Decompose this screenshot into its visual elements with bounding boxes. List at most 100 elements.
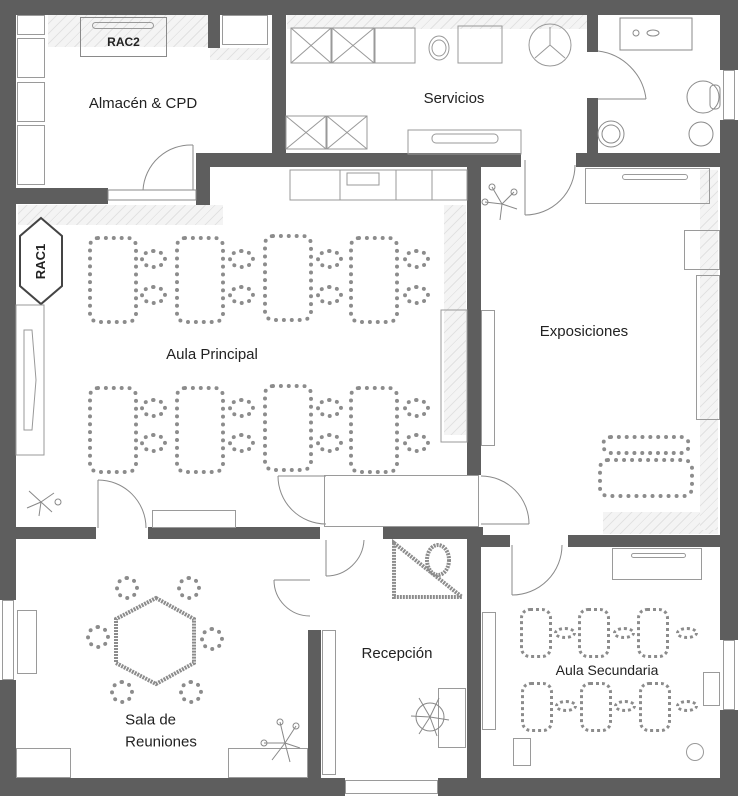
rack-rac2[interactable]: RAC2 xyxy=(80,17,167,57)
storage-shelf xyxy=(17,82,45,122)
wall-aula-bottom xyxy=(16,527,96,539)
low-cabinet xyxy=(228,748,308,778)
chair xyxy=(403,433,430,453)
desk xyxy=(637,608,669,658)
wall-outer-bottom xyxy=(0,778,345,796)
wall-recepcion-secundaria xyxy=(467,527,481,796)
desk xyxy=(263,234,313,322)
chair xyxy=(200,627,224,651)
chair xyxy=(140,433,167,453)
chair xyxy=(140,398,167,418)
plant-icon xyxy=(26,490,62,517)
wall-outer-bottom xyxy=(438,778,738,796)
storage-shelf xyxy=(17,125,45,185)
rack-rac1[interactable] xyxy=(16,216,66,306)
wall-aula-bottom xyxy=(148,527,320,539)
chair xyxy=(228,285,255,305)
wall-servicios-aseo xyxy=(587,98,598,158)
desk xyxy=(175,386,225,474)
door-servicios[interactable] xyxy=(520,150,580,220)
chair xyxy=(316,398,343,418)
counter-hatch xyxy=(48,15,208,47)
room-label-aula-principal: Aula Principal xyxy=(166,346,258,364)
room-label-servicios: Servicios xyxy=(423,90,485,108)
room-label-sala-reuniones: Sala de Reuniones xyxy=(125,709,197,753)
corridor-frame xyxy=(324,475,479,527)
wall-recepcion-top xyxy=(383,527,483,539)
desk xyxy=(88,386,138,474)
door-exposiciones[interactable] xyxy=(479,474,534,534)
chair xyxy=(228,398,255,418)
desk xyxy=(639,682,671,732)
door-almacen[interactable] xyxy=(107,140,198,201)
room-label-exposiciones: Exposiciones xyxy=(539,323,629,341)
chair xyxy=(228,249,255,269)
door-recepcion[interactable] xyxy=(324,538,384,593)
counter-hatch xyxy=(287,15,587,29)
desk xyxy=(349,236,399,324)
storage-shelf xyxy=(17,15,45,35)
rack-rac1-label: RAC1 xyxy=(33,243,49,279)
wall-almacen-right xyxy=(272,0,286,165)
wall-reuniones-recepcion xyxy=(308,630,321,796)
wall-almacen-bottom xyxy=(196,153,521,167)
side-panel xyxy=(322,630,336,775)
wall-outer-left-lower xyxy=(0,680,16,796)
wall-almacen-right xyxy=(208,0,220,48)
chair xyxy=(676,627,698,639)
wall-secundaria-top xyxy=(568,535,720,547)
plant-icon xyxy=(481,183,518,221)
chair xyxy=(110,680,134,704)
window xyxy=(345,780,438,794)
wall-outer-right xyxy=(720,120,738,640)
chair xyxy=(676,700,698,712)
chair xyxy=(614,700,636,712)
desk xyxy=(578,608,610,658)
sink xyxy=(684,230,720,270)
counter-hatch xyxy=(700,170,718,530)
chair xyxy=(316,249,343,269)
wall-cabinets-right xyxy=(440,309,468,443)
room-label-line1: Sala de xyxy=(125,711,177,729)
chair xyxy=(403,285,430,305)
counter-hatch xyxy=(18,205,223,225)
door-reuniones[interactable] xyxy=(272,578,322,633)
rack-rac1-label-wrap: RAC1 xyxy=(16,216,66,306)
room-label-recepcion: Recepción xyxy=(361,645,433,663)
cabinet-handle xyxy=(631,553,686,558)
display-cabinet xyxy=(585,168,710,204)
chair xyxy=(613,627,635,639)
desk xyxy=(88,236,138,324)
wall-cabinet xyxy=(612,548,702,580)
wall-outer-right xyxy=(720,710,738,796)
low-cabinet xyxy=(16,748,71,778)
rack-rac2-label: RAC2 xyxy=(107,35,140,49)
side-panel xyxy=(482,612,496,730)
exhibit-table xyxy=(598,458,694,498)
chair xyxy=(115,576,139,600)
window xyxy=(723,640,735,710)
desk xyxy=(175,236,225,324)
chair xyxy=(316,433,343,453)
wall-cabinet xyxy=(17,610,37,674)
wall-servicios-aseo xyxy=(587,0,598,52)
display-panel xyxy=(481,310,495,446)
room-label-line2: Reuniones xyxy=(125,733,197,750)
wall-cabinets xyxy=(15,304,45,456)
counter-hatch xyxy=(444,205,466,435)
wall-almacen-bottom xyxy=(16,188,108,204)
hexagon-meeting-table xyxy=(114,595,196,687)
chair xyxy=(140,249,167,269)
wall-outer-right xyxy=(720,0,738,70)
wall-almacen-bottom xyxy=(196,155,210,205)
door-aula-principal[interactable] xyxy=(96,478,156,533)
room-label-almacen-cpd: Almacén & CPD xyxy=(88,95,198,113)
chair xyxy=(86,625,110,649)
bathroom-fixtures xyxy=(597,17,721,148)
door-corridor[interactable] xyxy=(276,474,336,534)
desk xyxy=(349,386,399,474)
chair xyxy=(179,680,203,704)
door-aula-secundaria[interactable] xyxy=(510,540,570,600)
reception-desk xyxy=(392,538,468,599)
